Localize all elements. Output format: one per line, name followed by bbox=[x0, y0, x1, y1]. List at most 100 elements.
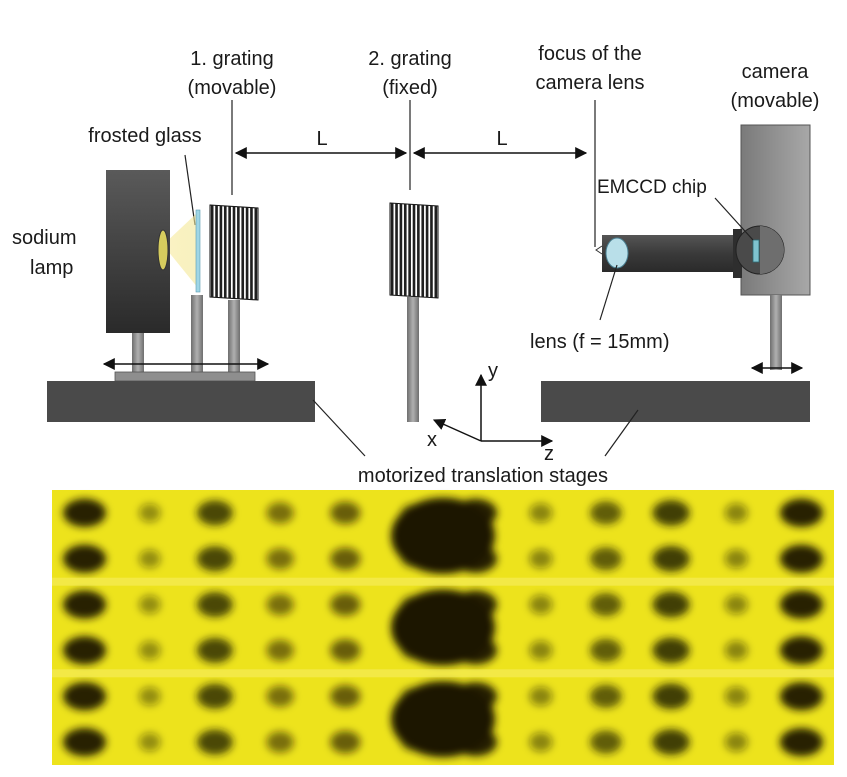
pattern-central-lobe bbox=[391, 681, 495, 758]
grating1-label-line2: (movable) bbox=[188, 77, 277, 99]
grating2-slat bbox=[399, 203, 403, 296]
frosted-glass-label: frosted glass bbox=[88, 125, 201, 147]
focus-label-line1: focus of the bbox=[538, 43, 641, 65]
left-translation-stage bbox=[47, 381, 315, 422]
pattern-blob bbox=[590, 547, 622, 571]
grating2-slat bbox=[403, 203, 407, 296]
grating2-slat bbox=[412, 204, 416, 297]
pattern-blob bbox=[529, 686, 553, 706]
pattern-blob bbox=[590, 593, 622, 617]
pattern-blob bbox=[779, 728, 823, 757]
pattern-blob bbox=[529, 732, 553, 752]
grating1-slat bbox=[228, 206, 231, 299]
pattern-blob bbox=[779, 498, 823, 527]
emccd-leader-line bbox=[714, 197, 754, 241]
pattern-blob bbox=[63, 590, 107, 619]
axis-z-label: z bbox=[544, 443, 554, 465]
pattern-blob bbox=[724, 549, 748, 569]
pattern-blob bbox=[139, 503, 161, 523]
pattern-blob bbox=[330, 639, 361, 662]
pattern-bright-band bbox=[52, 669, 834, 678]
pattern-blob bbox=[652, 591, 690, 618]
pattern-blob bbox=[63, 544, 107, 573]
pattern-blob bbox=[266, 594, 294, 616]
pattern-blob bbox=[724, 595, 748, 615]
grating2-slat bbox=[425, 205, 429, 298]
pattern-blob bbox=[652, 546, 690, 572]
pattern-blob bbox=[139, 687, 161, 706]
lamp-pole bbox=[132, 333, 144, 373]
pattern-blob bbox=[330, 730, 361, 754]
grating1-slat bbox=[250, 207, 253, 300]
pattern-blob bbox=[779, 636, 823, 665]
emccd-chip-label: EMCCD chip bbox=[597, 177, 707, 198]
axis-x-label: x bbox=[427, 429, 437, 451]
grating2-label-line2: (fixed) bbox=[382, 77, 438, 99]
pattern-blob bbox=[330, 593, 361, 616]
pattern-central-lobe bbox=[391, 589, 495, 666]
right-translation-stage bbox=[541, 381, 810, 422]
grating2-slat bbox=[434, 205, 438, 298]
pattern-blob bbox=[63, 682, 107, 711]
camera-pole bbox=[770, 295, 782, 370]
pattern-blob bbox=[139, 641, 161, 660]
grating1-slat bbox=[210, 205, 214, 298]
pattern-bright-band bbox=[52, 577, 834, 586]
pattern-blob bbox=[724, 640, 748, 661]
grating1-slat bbox=[254, 207, 258, 300]
grating-1 bbox=[209, 204, 259, 301]
interference-pattern bbox=[52, 490, 834, 765]
focus-label-line2: camera lens bbox=[536, 72, 645, 94]
pattern-blob bbox=[266, 548, 294, 570]
pattern-blob bbox=[724, 686, 748, 706]
grating2-slat bbox=[408, 204, 411, 297]
pattern-blob bbox=[266, 502, 294, 524]
pattern-blob bbox=[529, 640, 553, 661]
pattern-blob bbox=[779, 590, 823, 619]
lamp-window bbox=[157, 229, 169, 271]
grating2-pole bbox=[407, 297, 419, 422]
pattern-blob bbox=[139, 732, 161, 752]
pattern-blob bbox=[197, 729, 233, 755]
pattern-blob bbox=[652, 500, 690, 526]
grating2-slat bbox=[390, 203, 394, 296]
grating1-slat bbox=[223, 205, 227, 298]
pattern-blob bbox=[197, 637, 233, 663]
pattern-blob bbox=[266, 685, 294, 707]
pattern-blob bbox=[330, 685, 361, 708]
stage-leader-right bbox=[604, 409, 639, 457]
left-stage-plate bbox=[114, 371, 256, 382]
pattern-blob bbox=[197, 592, 233, 618]
pattern-blob bbox=[330, 501, 361, 525]
stages-label: motorized translation stages bbox=[358, 465, 608, 487]
pattern-blob bbox=[724, 732, 748, 752]
pattern-blob bbox=[590, 638, 622, 663]
pattern-blob bbox=[266, 731, 294, 753]
grating1-slat bbox=[219, 205, 223, 298]
pattern-blob bbox=[779, 682, 823, 711]
pattern-blob bbox=[139, 595, 161, 614]
grating1-slat bbox=[245, 207, 249, 300]
distance-label-left: L bbox=[316, 128, 327, 150]
pattern-blob bbox=[63, 498, 107, 527]
grating2-slat bbox=[421, 205, 425, 298]
grating-2 bbox=[389, 202, 439, 299]
grating2-slat bbox=[430, 205, 433, 298]
grating2-slat bbox=[417, 204, 420, 297]
grating1-slat bbox=[237, 206, 240, 299]
pattern-blob bbox=[266, 639, 294, 662]
pattern-blob bbox=[529, 503, 553, 523]
frosted-glass bbox=[195, 209, 201, 293]
pattern-blob bbox=[652, 683, 690, 710]
pattern-blob bbox=[63, 728, 107, 757]
pattern-blob bbox=[652, 729, 690, 755]
pattern-blob bbox=[197, 500, 233, 526]
lamp-light-cone bbox=[163, 212, 198, 288]
pattern-blob bbox=[590, 501, 622, 525]
lens-leader-line bbox=[599, 264, 618, 321]
camera-label-line1: camera bbox=[742, 61, 810, 83]
pattern-blob bbox=[63, 636, 107, 665]
stage-leader-left bbox=[312, 399, 366, 457]
grating2-label-line1: 2. grating bbox=[368, 48, 451, 70]
pattern-blob bbox=[590, 730, 622, 754]
